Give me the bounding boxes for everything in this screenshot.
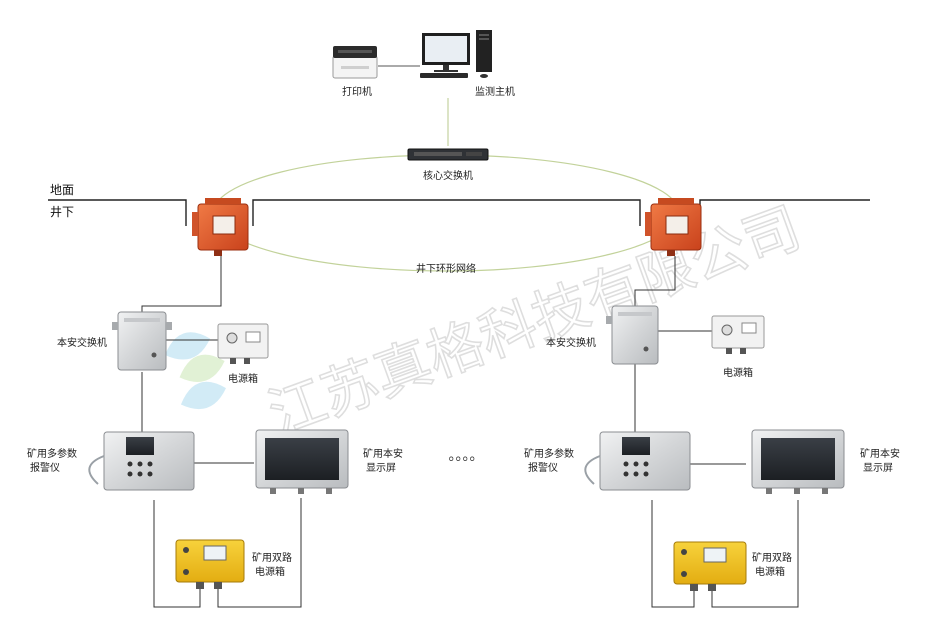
left-display-label-line1: 矿用本安 <box>363 447 403 460</box>
left-power-box-label: 电源箱 <box>228 372 258 385</box>
left-dual-power-label-line2: 电源箱 <box>255 565 285 578</box>
left-intrinsic-switch-label: 本安交换机 <box>57 336 107 349</box>
ring-node-right-cabinet-icon <box>645 198 702 256</box>
core-switch-label: 核心交换机 <box>423 169 473 182</box>
right-power-box-icon <box>711 315 765 354</box>
printer-label: 打印机 <box>342 85 372 98</box>
ring-node-left-cabinet-icon <box>192 198 249 256</box>
right-alarm-device-icon <box>584 431 691 491</box>
left-display-screen-icon <box>255 429 349 494</box>
right-display-label-line1: 矿用本安 <box>860 447 900 460</box>
right-power-box-label: 电源箱 <box>723 366 753 379</box>
underground-label: 井下 <box>50 205 74 219</box>
core-switch-icon <box>407 148 489 161</box>
left-dual-power-label-line1: 矿用双路 <box>252 551 292 564</box>
right-dual-power-label-line2: 电源箱 <box>755 565 785 578</box>
right-dual-power-label-line1: 矿用双路 <box>752 551 792 564</box>
printer-icon <box>332 46 378 79</box>
right-intrinsic-switch-label: 本安交换机 <box>546 336 596 349</box>
right-display-screen-icon <box>751 429 845 494</box>
left-intrinsic-switch-icon <box>112 311 172 371</box>
right-display-label-line2: 显示屏 <box>863 462 893 474</box>
left-alarm-device-icon <box>88 431 195 491</box>
right-dual-power-box-icon <box>673 541 747 591</box>
left-power-box-icon <box>217 323 269 364</box>
ground-label: 地面 <box>50 183 74 197</box>
left-alarm-label-line1: 矿用多参数 <box>27 447 77 460</box>
more-branches-ellipsis: 。。。。 <box>449 448 484 464</box>
right-branch-wires <box>634 256 799 608</box>
right-alarm-label-line1: 矿用多参数 <box>524 447 574 460</box>
watermark-logo-icon <box>165 332 227 409</box>
left-display-label-line2: 显示屏 <box>366 462 396 474</box>
watermark: 江苏真格科技有限公司 <box>165 195 810 449</box>
ring-network-label: 井下环形网络 <box>416 262 476 275</box>
monitoring-host-icon <box>420 30 492 78</box>
right-alarm-label-line2: 报警仪 <box>528 461 558 474</box>
left-dual-power-box-icon <box>175 539 245 589</box>
monitoring-host-label: 监测主机 <box>475 85 515 98</box>
right-intrinsic-switch-icon <box>606 305 659 365</box>
left-branch-wires <box>141 256 302 608</box>
left-alarm-label-line2: 报警仪 <box>30 461 60 474</box>
